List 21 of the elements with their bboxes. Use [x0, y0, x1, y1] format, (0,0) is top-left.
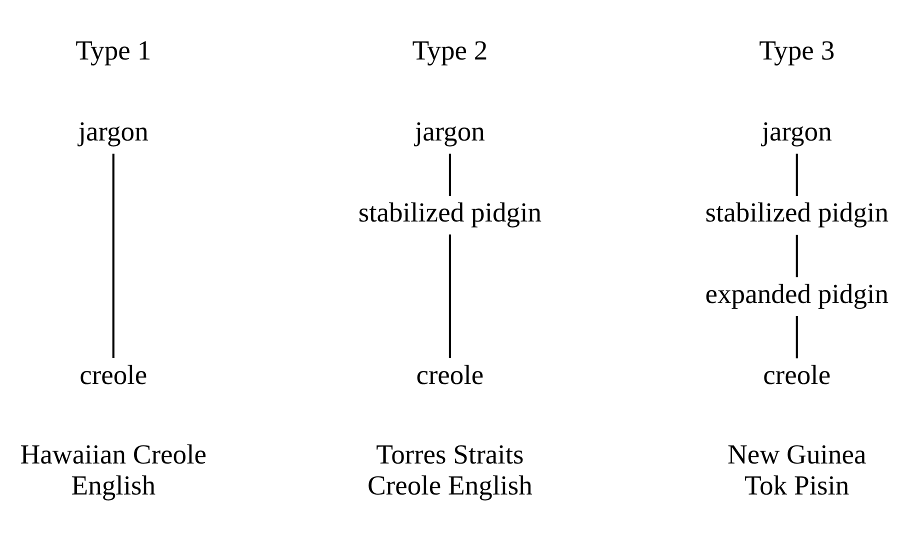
- label: New Guinea Tok Pisin: [728, 438, 866, 500]
- label: Type 3: [759, 34, 835, 66]
- label: Hawaiian Creole English: [20, 438, 207, 500]
- connector: [796, 234, 798, 278]
- connector: [448, 234, 451, 358]
- node-text: jargon: [414, 116, 485, 147]
- node-text: stabilized pidgin: [358, 196, 542, 228]
- label: Torres Straits Creole English: [368, 438, 532, 500]
- connector: [448, 154, 451, 196]
- node-text: stabilized pidgin: [705, 196, 889, 228]
- node-text: expanded pidgin: [705, 278, 889, 309]
- label: Type 2: [412, 34, 488, 66]
- connector: [796, 316, 798, 358]
- node-text: jargon: [78, 116, 148, 147]
- label: Type 1: [76, 34, 152, 66]
- connector: [796, 154, 798, 196]
- node-text: creole: [80, 358, 148, 390]
- connector: [112, 154, 114, 358]
- node-text: jargon: [762, 116, 832, 147]
- node-text: creole: [416, 358, 484, 390]
- node-text: creole: [763, 358, 831, 390]
